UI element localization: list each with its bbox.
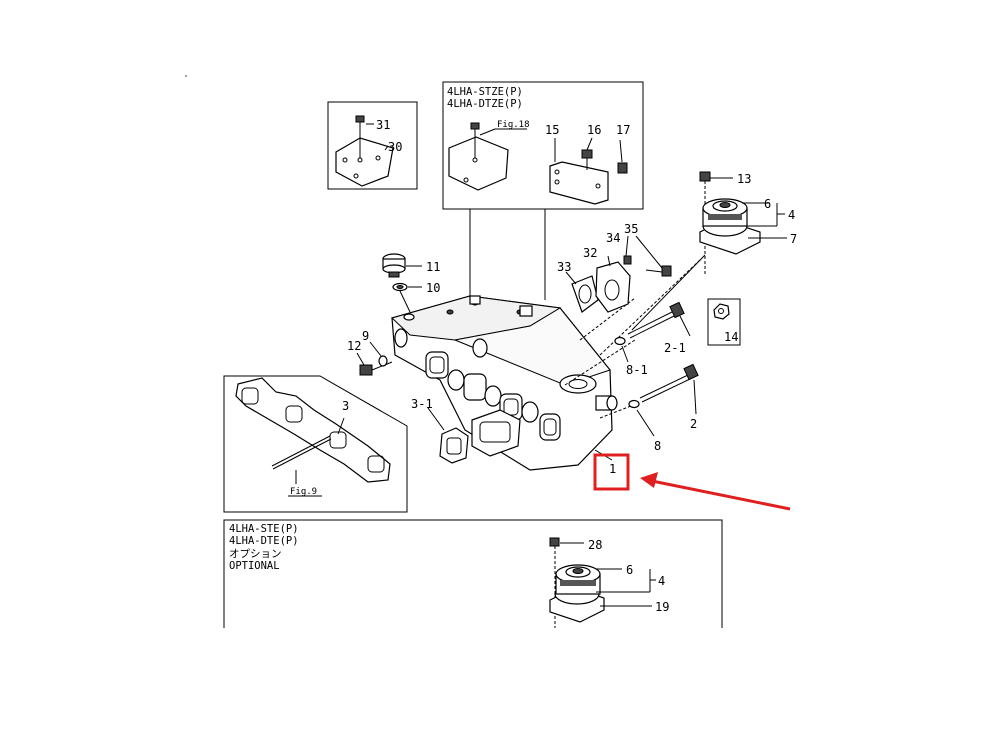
- callout-3: 3: [342, 399, 349, 413]
- plug-and-washer: 11 10: [382, 253, 440, 313]
- callout-17: 17: [616, 123, 630, 137]
- optional-title-3: オプション: [229, 548, 282, 560]
- callout-9: 9: [362, 329, 369, 343]
- callout-33: 33: [557, 260, 571, 274]
- callout-6: 6: [764, 197, 771, 211]
- highlight-box: [593, 453, 630, 491]
- callout-1: 1: [609, 462, 616, 476]
- callout-11: 11: [426, 260, 440, 274]
- outlet-flange: 32 33 34 35: [557, 222, 672, 313]
- bracket-inset-box: 31 30: [327, 101, 418, 190]
- callout-31: 31: [376, 118, 390, 132]
- callout-2-1: 2-1: [664, 341, 686, 355]
- fig-9-ref: Fig.9: [290, 487, 317, 497]
- highlight-arrow-head: [640, 472, 658, 488]
- fig-18-ref: Fig.18: [497, 120, 530, 130]
- optional-variant-box: 4LHA-STE(P) 4LHA-DTE(P) オプション OPTIONAL 2…: [223, 519, 723, 628]
- optional-title-4: OPTIONAL: [229, 560, 280, 572]
- callout-6-optional: 6: [626, 563, 633, 577]
- callout-34: 34: [606, 231, 620, 245]
- callout-28: 28: [588, 538, 602, 552]
- callout-15: 15: [545, 123, 559, 137]
- callout-4: 4: [788, 208, 795, 222]
- callout-30: 30: [388, 140, 402, 154]
- callout-35: 35: [624, 222, 638, 236]
- callout-32: 32: [583, 246, 597, 260]
- callout-16: 16: [587, 123, 601, 137]
- stray-dot: [185, 75, 187, 77]
- top-variant-box: 4LHA-STZE(P) 4LHA-DTZE(P) Fig.18 15 16 1…: [442, 81, 644, 300]
- top-box-title-1: 4LHA-STZE(P): [447, 86, 523, 98]
- callout-2: 2: [690, 417, 697, 431]
- optional-title-2: 4LHA-DTE(P): [229, 535, 299, 547]
- bolt-12-washer-9: 12 9: [347, 329, 393, 376]
- callout-7: 7: [790, 232, 797, 246]
- callout-13: 13: [737, 172, 751, 186]
- gasket-inset-box: 3 Fig.9: [223, 375, 408, 513]
- highlight-arrow-shaft: [651, 479, 791, 511]
- callout-3-1: 3-1: [411, 397, 433, 411]
- callout-14: 14: [724, 330, 738, 344]
- exhaust-manifold: [391, 259, 701, 471]
- long-bolts: 2-1 8-1 2 8: [614, 301, 699, 453]
- callout-8-1: 8-1: [626, 363, 648, 377]
- callout-19: 19: [655, 600, 669, 614]
- part-1-callout: 1: [593, 449, 791, 511]
- callout-4-optional: 4: [658, 574, 665, 588]
- callout-12: 12: [347, 339, 361, 353]
- nut-14-box: 14: [707, 298, 741, 346]
- callout-10: 10: [426, 281, 440, 295]
- optional-title-1: 4LHA-STE(P): [229, 523, 299, 535]
- engine-mount-right: 13 6 4 7: [631, 171, 797, 331]
- callout-8: 8: [654, 439, 661, 453]
- top-box-title-2: 4LHA-DTZE(P): [447, 98, 523, 110]
- gasket-3-1: 3-1: [411, 397, 521, 464]
